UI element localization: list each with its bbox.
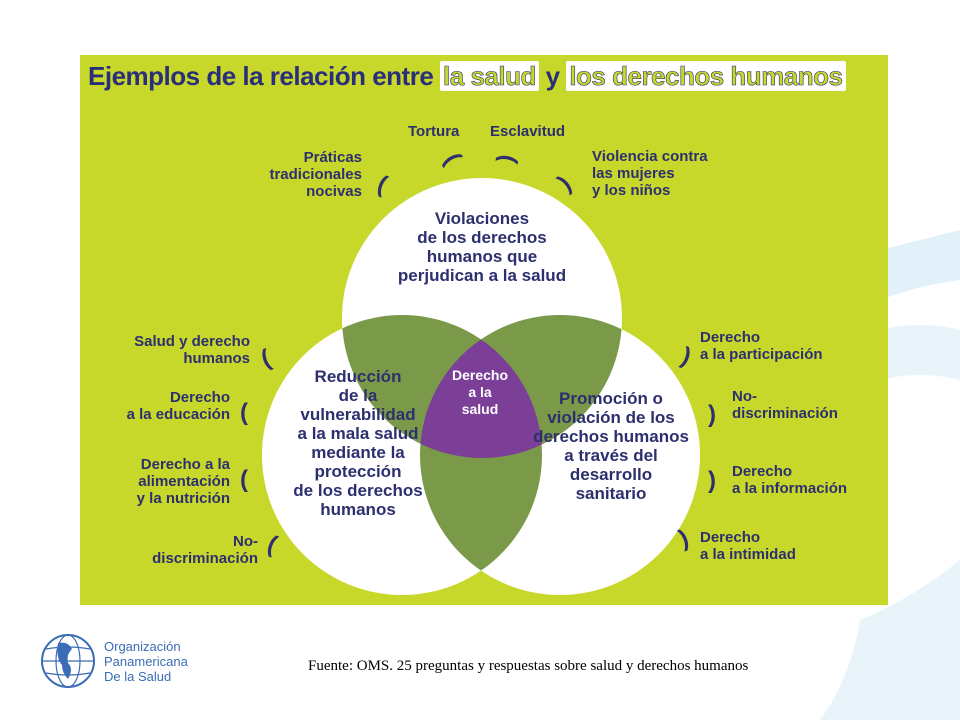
label-participacion: Derecho a la participación	[700, 329, 823, 363]
label-esclavitud: Esclavitud	[490, 123, 566, 140]
source-caption: Fuente: OMS. 25 preguntas y respuestas s…	[308, 658, 749, 674]
diagram-panel: Ejemplos de la relación entre la salud y…	[80, 55, 888, 605]
venn-diagram	[262, 178, 700, 595]
title-part1: Ejemplos de la relación entre	[88, 61, 434, 91]
label-tortura: Tortura	[408, 123, 460, 140]
arc-mark-educacion-icon: (	[240, 399, 248, 426]
circle-right-text: Promoción o violación de los derechos hu…	[533, 389, 689, 503]
org-name-line2: Panamericana	[104, 654, 188, 669]
label-alimentacion: Derecho a la alimentación y la nutrición	[136, 456, 230, 507]
center-text: Derecho a la salud	[451, 367, 509, 417]
arc-mark-alimentacion-icon: (	[240, 466, 248, 493]
org-name-line1: Organización	[104, 639, 181, 654]
label-practicas: Práticas tradicionales nocivas	[269, 149, 362, 200]
title-part3: y	[545, 61, 560, 91]
circle-top-text: Violaciones de los derechos humanos que …	[397, 209, 567, 285]
arc-mark-informacion-icon: )	[708, 467, 716, 494]
circle-left-text: Reducción de la vulnerabilidad a la mala…	[293, 367, 423, 519]
label-violencia: Violencia contra las mujeres y los niños	[592, 148, 708, 199]
org-name-line3: De la Salud	[104, 669, 172, 684]
title-highlight-derechos: los derechos humanos	[566, 61, 846, 91]
label-educacion: Derecho a la educación	[126, 389, 230, 423]
label-no-discriminacion-right: No- discriminación	[732, 388, 838, 422]
globe-logo-icon	[41, 634, 95, 688]
label-no-discriminacion-left: No- discriminación	[152, 533, 258, 567]
label-intimidad: Derecho a la intimidad	[700, 529, 796, 563]
page-title: Ejemplos de la relación entre la salud y…	[88, 61, 846, 92]
label-salud-derecho: Salud y derecho humanos	[134, 333, 250, 367]
label-informacion: Derecho a la información	[732, 463, 848, 497]
arc-mark-no-discriminacion-right-icon: )	[708, 401, 716, 428]
title-highlight-salud: la salud	[440, 61, 539, 91]
